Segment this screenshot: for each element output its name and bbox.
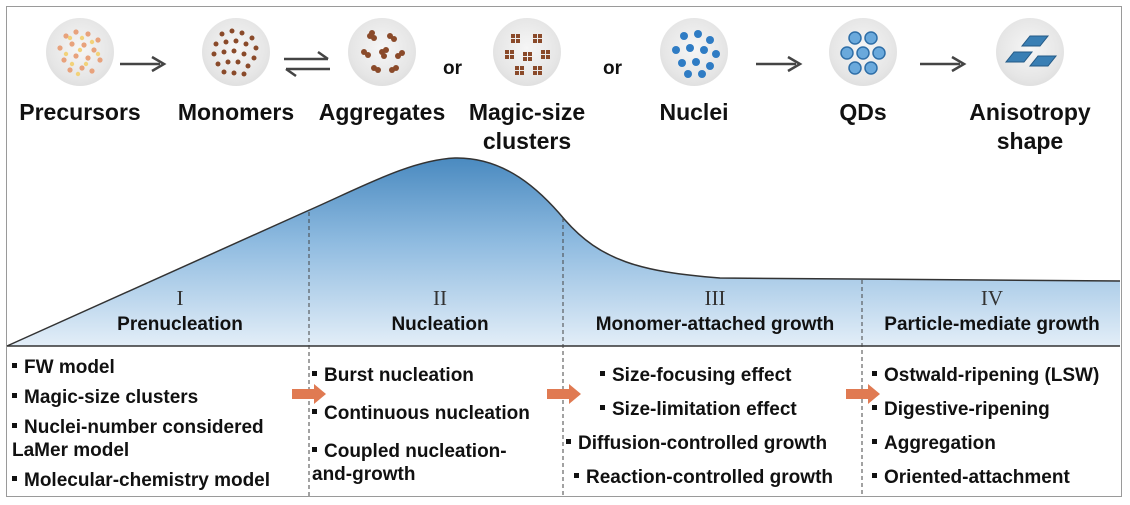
stage-3-header: III Monomer-attached growth — [570, 286, 860, 336]
curve-line — [6, 157, 1121, 347]
stage-1-header: I Prenucleation — [60, 286, 300, 336]
aggregates-icon — [348, 18, 416, 86]
species-aggregates: Aggregates — [307, 18, 457, 127]
list-item: Burst nucleation — [312, 364, 562, 387]
equilibrium-arrow-icon — [284, 50, 330, 78]
list-item: Ostwald-ripening (LSW) — [872, 364, 1124, 387]
list-item: Molecular-chemistry model — [12, 469, 308, 492]
stage-4-items: Ostwald-ripening (LSW) Digestive-ripenin… — [872, 364, 1124, 499]
species-anisotropy-shape: Anisotropy shape — [955, 18, 1105, 156]
list-item: Magic-size clusters — [12, 386, 308, 409]
list-item: Size-focusing effect — [600, 364, 862, 387]
stage-4-header: IV Particle-mediate growth — [864, 286, 1120, 336]
stage-2-items: Burst nucleation Continuous nucleation C… — [312, 364, 562, 496]
stage-3-items: Size-focusing effect Size-limitation eff… — [566, 364, 862, 499]
species-precursors: Precursors — [5, 18, 155, 127]
list-item: FW model — [12, 356, 308, 379]
species-label: Monomers — [177, 99, 295, 125]
orange-arrow-icon — [292, 384, 326, 404]
orange-arrow-icon — [547, 384, 581, 404]
species-label: Anisotropy shape — [969, 99, 1091, 154]
species-magic-size-clusters: Magic-size clusters — [452, 18, 602, 156]
stage-2-header: II Nucleation — [330, 286, 550, 336]
list-item: Continuous nucleation — [312, 402, 562, 425]
stage-1-items: FW model Magic-size clusters Nuclei-numb… — [12, 356, 308, 502]
nuclei-icon — [660, 18, 728, 86]
or-label: or — [443, 58, 462, 79]
qds-icon — [829, 18, 897, 86]
stage-title: Monomer-attached growth — [595, 314, 835, 335]
stage-title: Prenucleation — [117, 314, 243, 335]
list-item: Size-limitation effect — [600, 398, 862, 421]
curve-area — [7, 157, 1120, 346]
stage-numeral: IV — [980, 286, 1004, 310]
species-label: Aggregates — [318, 99, 446, 125]
list-item: Aggregation — [872, 432, 1124, 455]
stage-numeral: I — [176, 286, 184, 310]
list-item: Reaction-controlled growth — [574, 466, 862, 489]
list-item: Oriented-attachment — [872, 466, 1124, 489]
species-label: QDs — [839, 99, 887, 125]
species-monomers: Monomers — [161, 18, 311, 127]
species-qds: QDs — [788, 18, 938, 127]
list-item: Coupled nucleation- and-growth — [312, 441, 507, 485]
species-label: Nuclei — [659, 99, 729, 125]
species-nuclei: Nuclei — [619, 18, 769, 127]
stage-title: Particle-mediate growth — [884, 314, 1100, 335]
stage-numeral: II — [433, 286, 447, 310]
stage-numeral: III — [704, 286, 726, 310]
anisotropy-shape-icon — [996, 18, 1064, 86]
species-label: Magic-size clusters — [468, 99, 586, 154]
monomers-icon — [202, 18, 270, 86]
stage-title: Nucleation — [391, 314, 489, 335]
magic-size-clusters-icon — [493, 18, 561, 86]
or-label: or — [603, 58, 622, 79]
list-item: Nuclei-number considered LaMer model — [12, 417, 264, 461]
arrow-right-icon — [756, 55, 803, 73]
arrow-right-icon — [920, 55, 967, 73]
orange-arrow-icon — [846, 384, 880, 404]
precursors-icon — [46, 18, 114, 86]
list-item: Diffusion-controlled growth — [566, 432, 862, 455]
figure-border — [6, 6, 1122, 497]
arrow-right-icon — [120, 55, 167, 73]
species-label: Precursors — [19, 99, 141, 125]
list-item: Digestive-ripening — [872, 398, 1124, 421]
